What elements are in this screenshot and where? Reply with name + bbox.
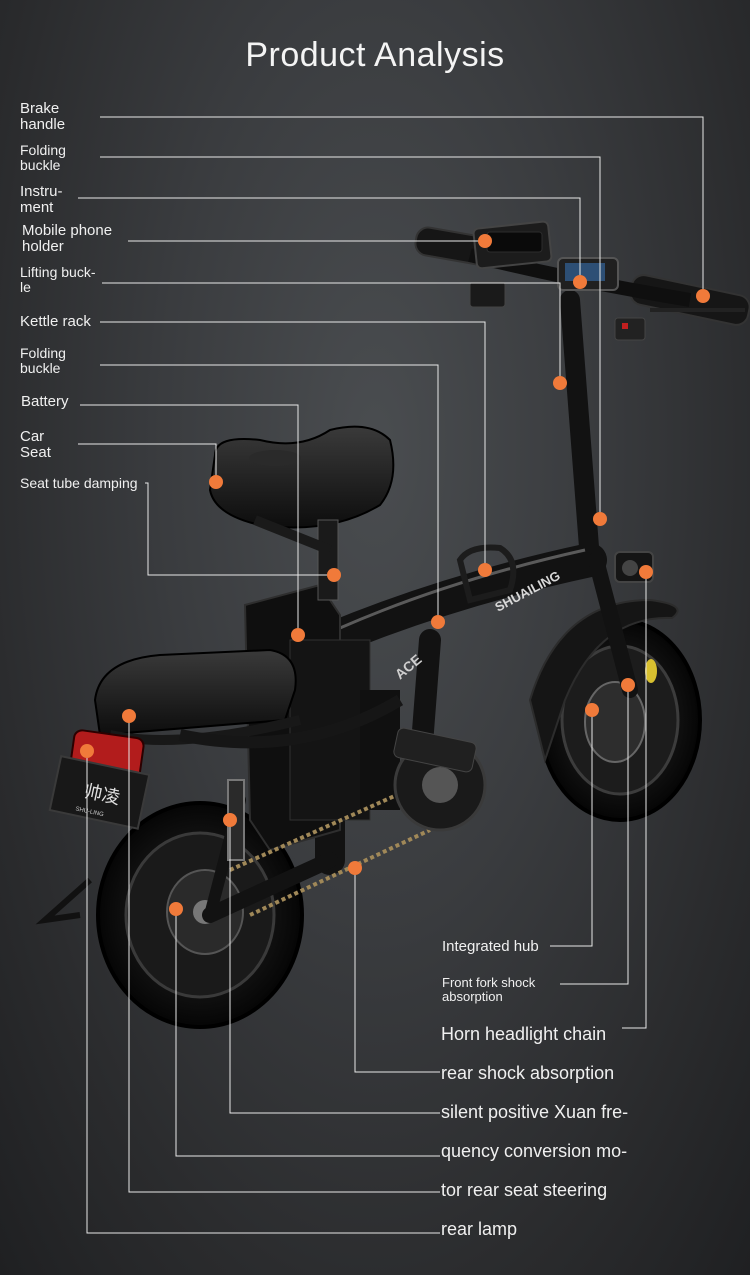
label-horn-headlight-chain: Horn headlight chain bbox=[441, 1024, 607, 1044]
callout-lines bbox=[78, 116, 704, 1234]
label-kettle-rack: Kettle rack bbox=[20, 313, 91, 330]
plate-en-text: SHU-LING bbox=[75, 806, 105, 818]
label-seat-tube-damping: Seat tube damping bbox=[20, 475, 138, 491]
page-title: Product Analysis bbox=[245, 36, 505, 74]
label-lifting-buckle: Lifting buck-le bbox=[20, 264, 96, 295]
label-integrated-hub: Integrated hub bbox=[442, 938, 539, 955]
label-silent-xuan: silent positive Xuan fre- bbox=[441, 1102, 629, 1122]
label-rear-lamp: rear lamp bbox=[441, 1219, 518, 1239]
front-seat bbox=[208, 425, 395, 601]
callout-dots bbox=[80, 234, 710, 916]
label-rear-shock-absorption: rear shock absorption bbox=[441, 1063, 615, 1083]
label-rear-seat-steering: tor rear seat steering bbox=[441, 1180, 608, 1200]
label-instrument: Instru-ment bbox=[20, 183, 63, 216]
label-battery: Battery bbox=[21, 393, 69, 410]
label-frequency-conversion: quency conversion mo- bbox=[441, 1141, 628, 1161]
